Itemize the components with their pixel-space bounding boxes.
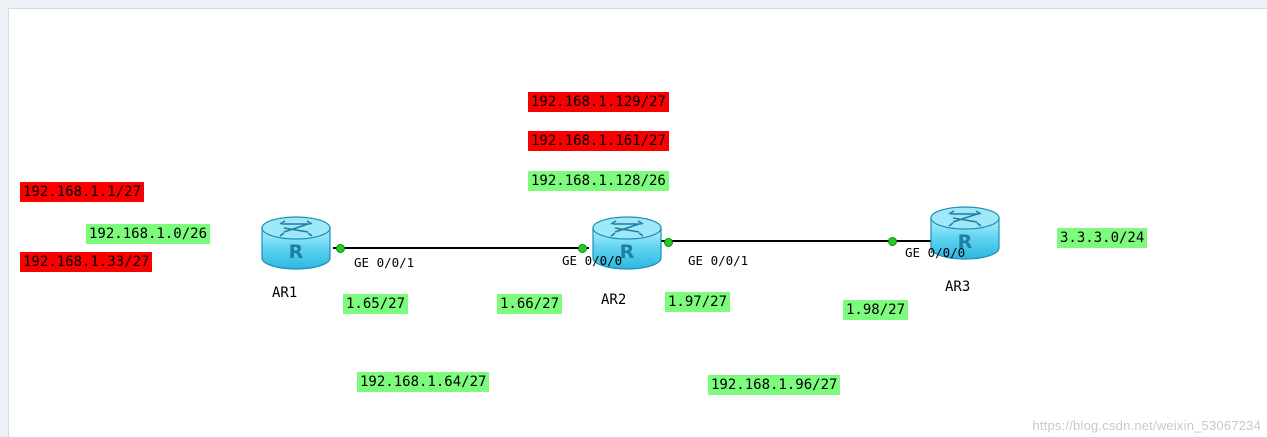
- label-link2-subnet: 192.168.1.96/27: [708, 375, 841, 395]
- router-ar3[interactable]: R: [923, 200, 1007, 270]
- svg-text:R: R: [289, 241, 304, 263]
- port-dot-ar3-ge000: [888, 237, 897, 246]
- link-ar2-ar3: [660, 240, 932, 242]
- label-ar1-lan-subnet: 192.168.1.0/26: [86, 224, 211, 244]
- label-link2-right-address: 1.98/27: [843, 300, 909, 320]
- device-name-ar1: AR1: [272, 285, 298, 301]
- link-ar1-ar2: [333, 247, 589, 249]
- interface-label-ar3-ge000: GE 0/0/0: [905, 245, 966, 260]
- label-ar1-ge000-address: 192.168.1.1/27: [20, 182, 145, 202]
- label-ar1-alt-address: 192.168.1.33/27: [20, 252, 153, 272]
- label-ar2-upper-address-1: 192.168.1.129/27: [528, 92, 669, 112]
- svg-text:R: R: [958, 231, 973, 253]
- label-link2-left-address: 1.97/27: [665, 292, 731, 312]
- label-ar3-lan-subnet: 3.3.3.0/24: [1057, 228, 1148, 248]
- port-dot-ar2-ge001: [664, 238, 673, 247]
- window-left-edge: [0, 8, 9, 437]
- device-name-ar2: AR2: [601, 292, 627, 308]
- interface-label-ar2-ge001: GE 0/0/1: [688, 253, 749, 268]
- window-top-edge: [0, 0, 1267, 9]
- interface-label-ar1-ge001: GE 0/0/1: [354, 255, 415, 270]
- port-dot-ar1-ge001: [336, 244, 345, 253]
- device-name-ar3: AR3: [945, 279, 971, 295]
- label-link1-left-address: 1.65/27: [343, 294, 409, 314]
- router-ar1[interactable]: R: [254, 210, 338, 280]
- label-ar2-upper-subnet: 192.168.1.128/26: [528, 171, 669, 191]
- svg-text:R: R: [620, 241, 635, 263]
- port-dot-ar2-ge000: [578, 244, 587, 253]
- router-ar2[interactable]: R: [585, 210, 669, 280]
- interface-label-ar2-ge000: GE 0/0/0: [562, 253, 623, 268]
- watermark: https://blog.csdn.net/weixin_53067234: [1032, 418, 1261, 433]
- label-link1-subnet: 192.168.1.64/27: [357, 372, 490, 392]
- label-ar2-upper-address-2: 192.168.1.161/27: [528, 131, 669, 151]
- label-link1-right-address: 1.66/27: [497, 294, 563, 314]
